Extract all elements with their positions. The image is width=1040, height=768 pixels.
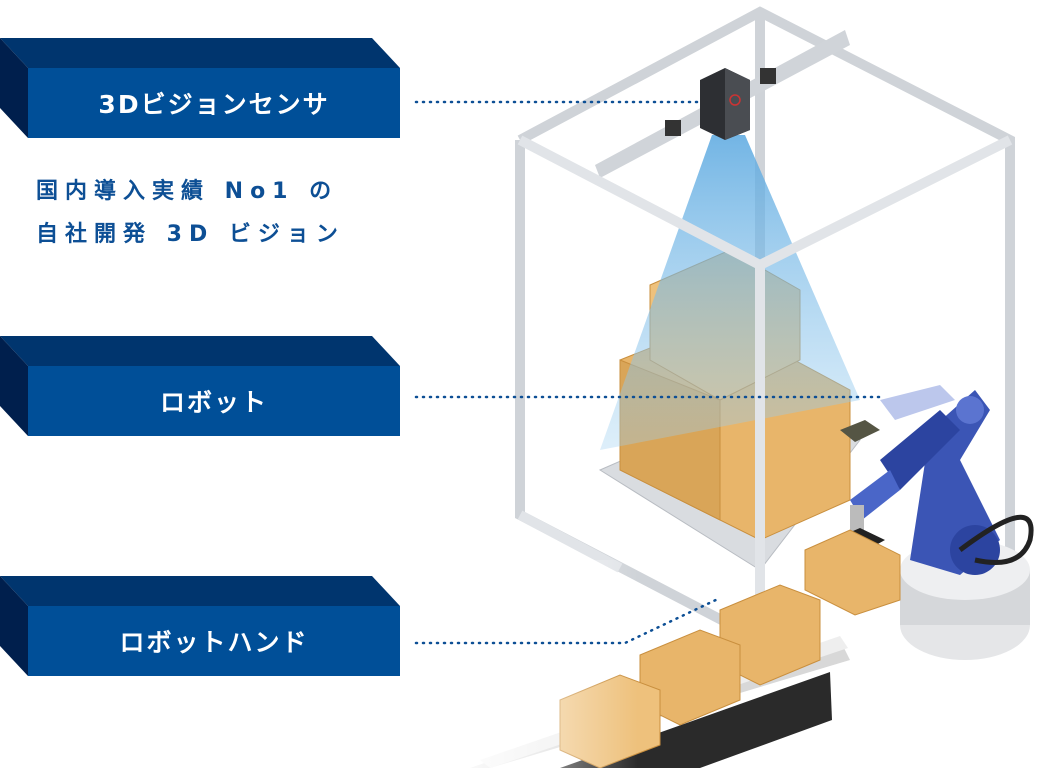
vision-beam	[600, 135, 860, 450]
tagline-line1: 国内導入実績 No1 の	[36, 179, 339, 204]
label-text: ロボットハンド	[119, 628, 309, 657]
label-robot-hand: ロボットハンド	[0, 576, 400, 676]
3d-vision-sensor-icon	[665, 68, 776, 140]
robot-hand	[804, 420, 901, 616]
label-text: 3Dビジョンセンサ	[98, 90, 330, 119]
tagline-line2: 自社開発 3D ビジョン	[36, 222, 345, 247]
label-text: ロボット	[159, 388, 268, 417]
leader-lines	[414, 100, 882, 645]
tagline: 国内導入実績 No1 の 自社開発 3D ビジョン	[36, 170, 345, 256]
label-3d-vision-sensor: 3Dビジョンセンサ	[0, 38, 400, 138]
robot-arm	[850, 385, 1034, 660]
label-robot: ロボット	[0, 336, 400, 436]
